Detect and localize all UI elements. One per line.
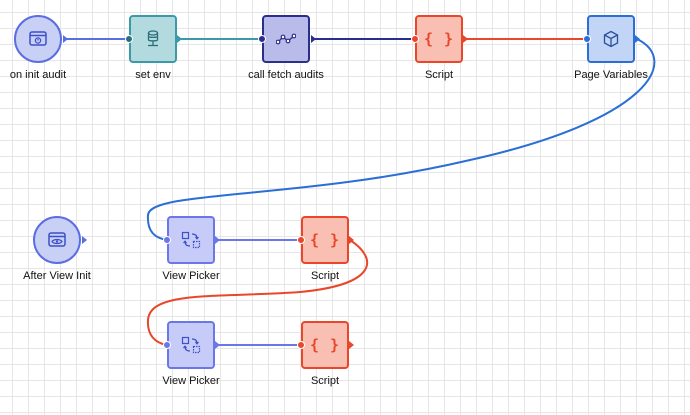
node-script-3[interactable]: { }: [301, 321, 349, 369]
curly-braces-icon: { }: [423, 30, 455, 48]
output-arrow[interactable]: [349, 341, 354, 349]
input-port[interactable]: [297, 341, 305, 349]
input-port[interactable]: [163, 341, 171, 349]
node-label: View Picker: [162, 375, 220, 387]
input-port[interactable]: [297, 236, 305, 244]
edge-script2-viewpicker2: [146, 239, 369, 346]
output-arrow[interactable]: [635, 35, 640, 43]
node-label: Script: [310, 375, 340, 387]
curly-braces-icon: { }: [309, 336, 341, 354]
output-arrow[interactable]: [311, 35, 316, 43]
node-label: set env: [135, 69, 171, 81]
node-on-init-audit[interactable]: [14, 15, 62, 63]
timer-screen-icon: [29, 31, 47, 47]
api-graph-icon: [276, 33, 296, 45]
node-label: After View Init: [23, 270, 91, 282]
edge-pagevars-viewpicker1: [146, 38, 656, 241]
output-arrow[interactable]: [215, 341, 220, 349]
output-arrow[interactable]: [82, 236, 87, 244]
curly-braces-icon: { }: [309, 231, 341, 249]
input-port[interactable]: [411, 35, 419, 43]
node-label: View Picker: [162, 270, 220, 282]
output-arrow[interactable]: [63, 35, 68, 43]
input-port[interactable]: [125, 35, 133, 43]
output-arrow[interactable]: [463, 35, 468, 43]
node-call-fetch-audits[interactable]: [262, 15, 310, 63]
node-after-view-init[interactable]: [33, 216, 81, 264]
node-script-1[interactable]: { }: [415, 15, 463, 63]
node-set-env[interactable]: [129, 15, 177, 63]
node-label: call fetch audits: [248, 69, 324, 81]
output-arrow[interactable]: [177, 35, 182, 43]
output-arrow[interactable]: [215, 236, 220, 244]
node-page-variables[interactable]: [587, 15, 635, 63]
view-eye-icon: [48, 232, 66, 248]
cube-icon: [603, 30, 619, 48]
node-label: Script: [424, 69, 454, 81]
swap-view-icon: [181, 231, 201, 249]
input-port[interactable]: [258, 35, 266, 43]
node-script-2[interactable]: { }: [301, 216, 349, 264]
node-view-picker-1[interactable]: [167, 216, 215, 264]
node-view-picker-2[interactable]: [167, 321, 215, 369]
node-label: Script: [310, 270, 340, 282]
input-port[interactable]: [163, 236, 171, 244]
node-label: Page Variables: [574, 69, 648, 81]
database-server-icon: [145, 30, 161, 48]
node-label: on init audit: [9, 69, 67, 81]
output-arrow[interactable]: [349, 236, 354, 244]
input-port[interactable]: [583, 35, 591, 43]
swap-view-icon: [181, 336, 201, 354]
